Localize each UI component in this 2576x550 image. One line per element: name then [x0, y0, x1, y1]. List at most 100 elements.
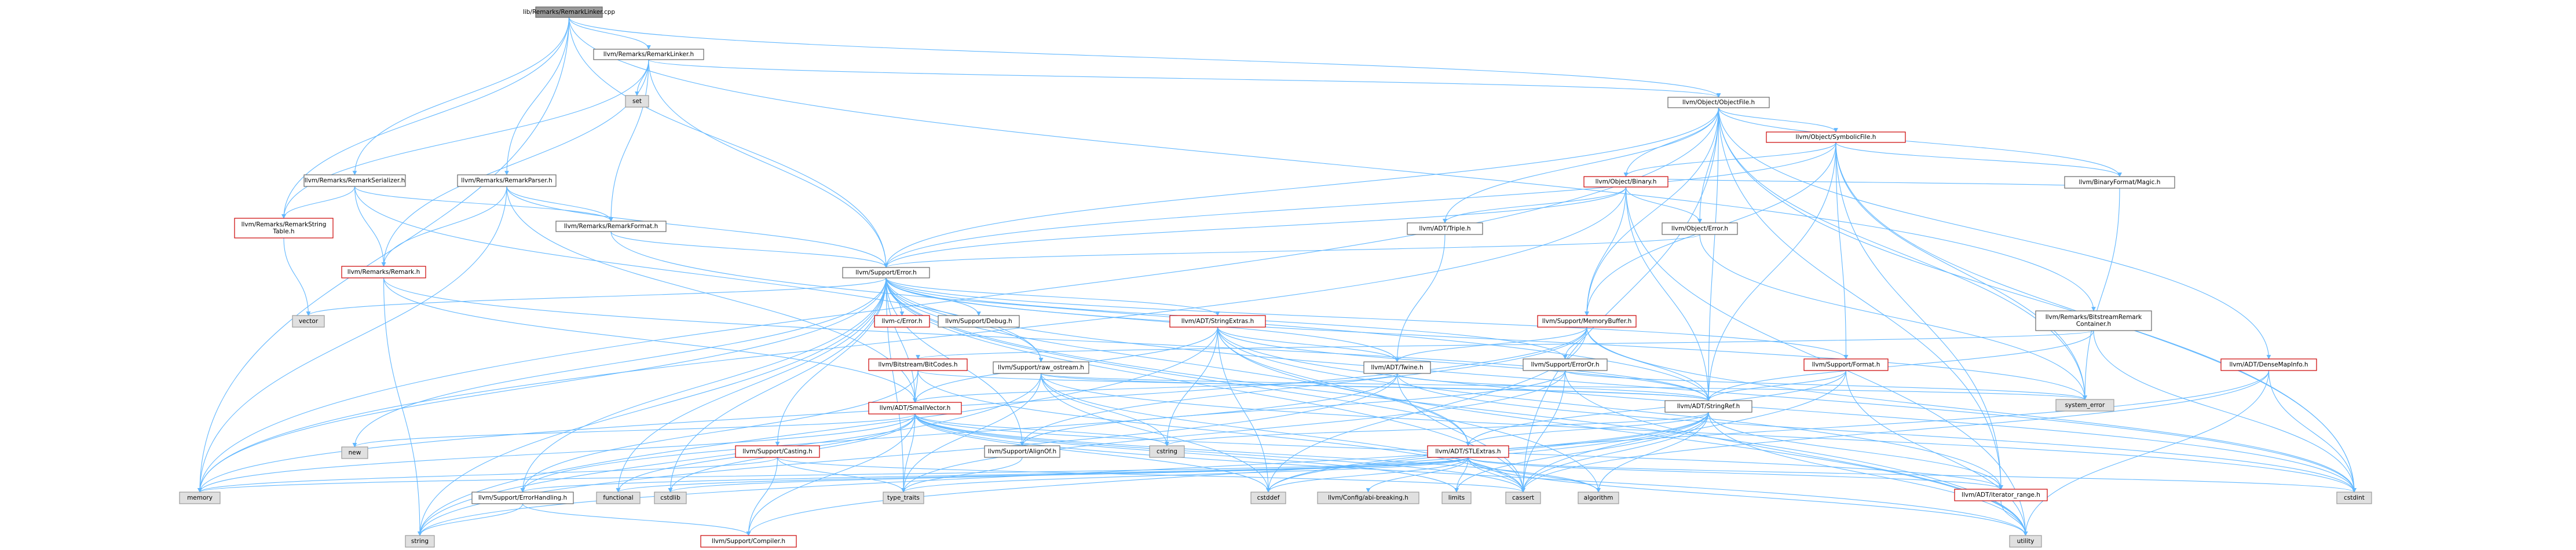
node-label: Container.h [2076, 321, 2111, 328]
node-binary[interactable]: llvm/Object/Binary.h [1583, 176, 1668, 188]
node-utility[interactable]: utility [2009, 535, 2042, 548]
node-objfile[interactable]: llvm/Object/ObjectFile.h [1667, 97, 1770, 108]
node-cstdint[interactable]: cstdint [2336, 492, 2372, 504]
node-strext[interactable]: llvm/ADT/StringExtras.h [1169, 315, 1266, 328]
edge-casting-memory [197, 457, 778, 493]
edge-strext-iterrange [1217, 327, 2003, 490]
node-alignof[interactable]: llvm/Support/AlignOf.h [984, 445, 1060, 458]
edge-format-utility [1845, 370, 2028, 536]
node-rpar[interactable]: llvm/Remarks/RemarkParser.h [457, 174, 557, 187]
node-remark[interactable]: llvm/Remarks/Remark.h [341, 266, 426, 278]
edge-rfmt-superr [610, 231, 888, 268]
node-cstdlib[interactable]: cstdlib [654, 492, 687, 504]
edge-strref-string [418, 412, 1709, 536]
node-typetraits[interactable]: type_traits [883, 492, 924, 504]
edge-twine-strref [1396, 373, 1711, 401]
edge-casting-cassert [777, 457, 1525, 493]
edge-rser-rfmt [354, 186, 613, 222]
edge-rser-rstr [281, 186, 356, 219]
node-bitcodes[interactable]: llvm/Bitstream/BitCodes.h [868, 358, 968, 371]
edge-remark-smallvec [383, 277, 917, 403]
node-root[interactable]: lib/Remarks/RemarkLinker.cpp [523, 6, 615, 18]
edge-rawos-strref [1040, 373, 1711, 401]
node-set[interactable]: set [625, 95, 649, 108]
node-label: cassert [1512, 494, 1534, 501]
node-label: llvm/ADT/DenseMapInfo.h [2229, 361, 2308, 368]
node-cstddef[interactable]: cstddef [1250, 492, 1286, 504]
node-label: llvm/Config/abi-breaking.h [1328, 494, 1408, 501]
node-rl_h[interactable]: llvm/Remarks/RemarkLinker.h [593, 49, 704, 60]
node-label: lib/Remarks/RemarkLinker.cpp [523, 9, 615, 16]
node-debug[interactable]: llvm/Support/Debug.h [938, 315, 1020, 328]
node-stlext[interactable]: llvm/ADT/STLExtras.h [1427, 445, 1509, 458]
node-label: functional [603, 494, 633, 501]
node-densemap[interactable]: llvm/ADT/DenseMapInfo.h [2220, 358, 2317, 371]
node-magic[interactable]: llvm/BinaryFormat/Magic.h [2064, 176, 2175, 189]
node-label: llvm/ADT/SmallVector.h [880, 405, 951, 412]
edge-strext-cstring [1165, 327, 1219, 446]
node-casting[interactable]: llvm/Support/Casting.h [735, 445, 820, 458]
node-functional[interactable]: functional [596, 492, 641, 504]
edge-stlext-memory [197, 457, 1469, 493]
node-cerror[interactable]: llvm-c/Error.h [874, 315, 930, 328]
edge-remark-strref [383, 277, 1711, 401]
node-iterrange[interactable]: llvm/ADT/iterator_range.h [1954, 489, 2048, 501]
edge-rawos-cstring [1040, 373, 1169, 446]
node-errhandling[interactable]: llvm/Support/ErrorHandling.h [471, 492, 574, 504]
edge-binary-strref [1625, 186, 1711, 401]
edge-smallvec-cassert [914, 413, 1525, 493]
node-membuf[interactable]: llvm/Support/MemoryBuffer.h [1537, 315, 1637, 328]
node-cassert[interactable]: cassert [1505, 492, 1541, 504]
edge-triple-twine [1395, 234, 1446, 362]
node-label: llvm/ADT/Triple.h [1419, 225, 1470, 232]
node-strref[interactable]: llvm/ADT/StringRef.h [1664, 400, 1752, 413]
edge-objfile-membuf [1585, 107, 1719, 316]
node-label: system_error [2065, 402, 2105, 409]
node-rawos[interactable]: llvm/Support/raw_ostream.h [993, 361, 1089, 374]
edge-errhandling-compiler [522, 503, 751, 536]
node-rfmt[interactable]: llvm/Remarks/RemarkFormat.h [555, 221, 667, 232]
node-new[interactable]: new [341, 446, 368, 459]
node-objerr[interactable]: llvm/Object/Error.h [1662, 222, 1738, 235]
node-label: llvm/Object/Error.h [1671, 225, 1728, 232]
node-symfile[interactable]: llvm/Object/SymbolicFile.h [1766, 131, 1906, 143]
edge-membuf-alignof [1020, 327, 1587, 446]
node-label: algorithm [1584, 494, 1613, 501]
edge-rpar-memory [197, 186, 507, 493]
node-superr[interactable]: llvm/Support/Error.h [842, 267, 930, 278]
node-cstring[interactable]: cstring [1149, 445, 1185, 458]
node-twine[interactable]: llvm/ADT/Twine.h [1363, 361, 1431, 374]
edge-binary-objerr [1625, 186, 1702, 223]
node-label: llvm/Object/Binary.h [1596, 178, 1657, 185]
node-algorithm[interactable]: algorithm [1578, 492, 1619, 504]
node-format[interactable]: llvm/Support/Format.h [1803, 358, 1889, 371]
node-label: llvm-c/Error.h [882, 318, 923, 325]
node-smallvec[interactable]: llvm/ADT/SmallVector.h [868, 402, 962, 415]
node-vector[interactable]: vector [292, 315, 325, 328]
node-label: set [632, 98, 642, 105]
node-abibreak[interactable]: llvm/Config/abi-breaking.h [1317, 492, 1419, 504]
node-triple[interactable]: llvm/ADT/Triple.h [1407, 222, 1483, 235]
node-string[interactable]: string [405, 535, 435, 548]
node-label: llvm/Support/AlignOf.h [988, 448, 1056, 455]
edge-stlext-utility [1468, 457, 2028, 536]
node-limits[interactable]: limits [1441, 492, 1472, 504]
node-compiler[interactable]: llvm/Support/Compiler.h [700, 535, 797, 548]
edge-bitstr-strref [1706, 330, 2094, 401]
edge-stlext-cassert [1468, 457, 1525, 493]
node-label: llvm/ADT/StringExtras.h [1181, 318, 1254, 325]
node-label: llvm/ADT/Twine.h [1371, 364, 1423, 371]
edge-root-objfile [568, 17, 1721, 98]
node-rser[interactable]: llvm/Remarks/RemarkSerializer.h [303, 174, 406, 187]
edge-root-rpar [504, 17, 570, 175]
edge-rpar-rfmt [506, 186, 613, 222]
node-label: llvm/Support/Compiler.h [712, 538, 785, 545]
node-sysErr[interactable]: system_error [2055, 399, 2114, 412]
edge-rl_h-remark [381, 59, 649, 267]
node-label: llvm/ADT/iterator_range.h [1962, 492, 2040, 498]
edge-membuf-twine [1395, 327, 1587, 362]
node-errorOr[interactable]: llvm/Support/ErrorOr.h [1523, 358, 1608, 371]
node-memory[interactable]: memory [179, 492, 221, 504]
